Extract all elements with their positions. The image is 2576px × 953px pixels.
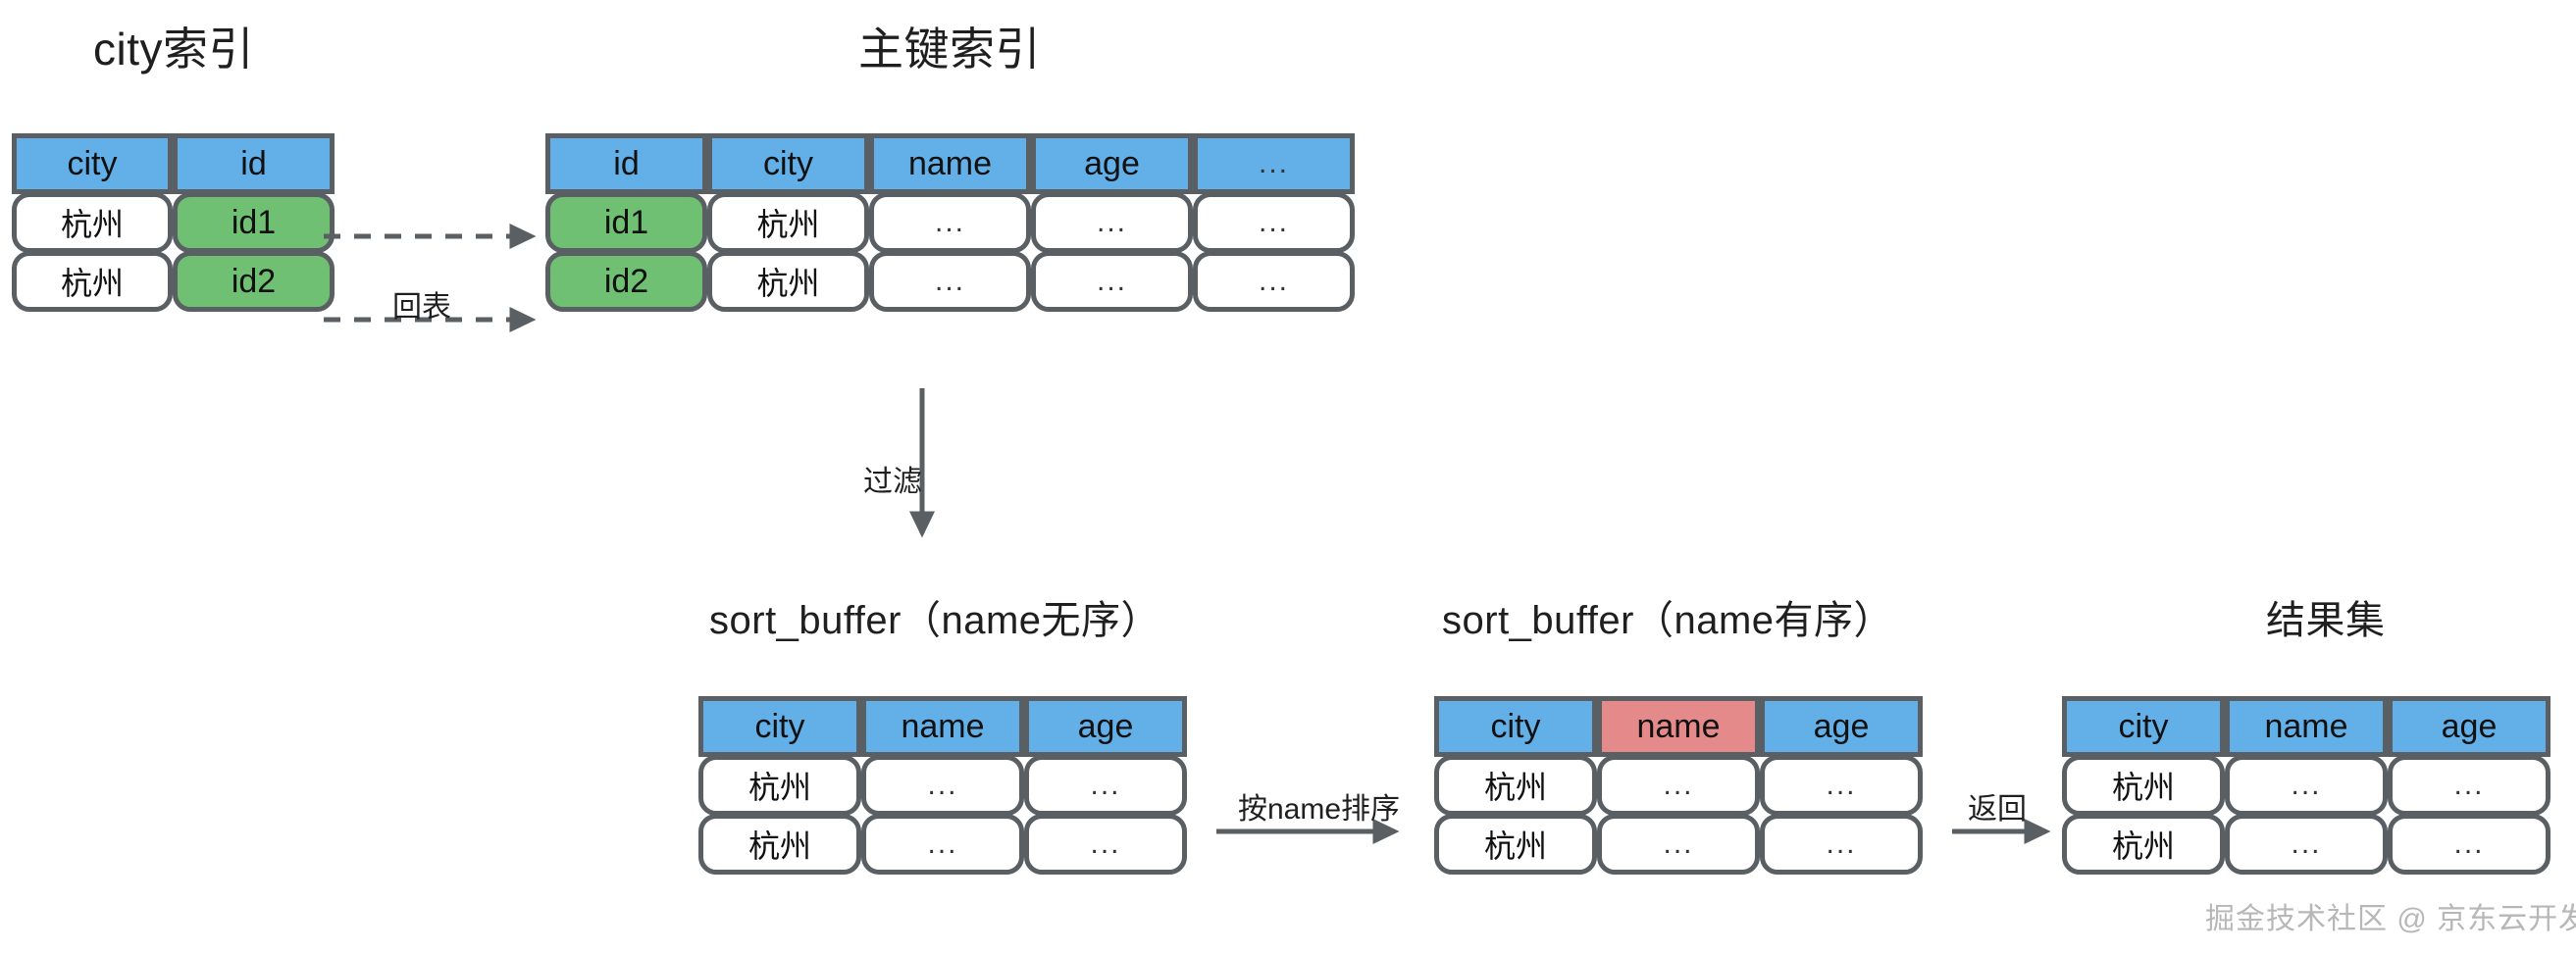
table-row: 杭州 ... ...	[2062, 755, 2550, 816]
column-header-name: name	[869, 133, 1031, 194]
cell-city: 杭州	[1434, 814, 1597, 875]
cell-name: ...	[2225, 755, 2388, 816]
cell-name: ...	[2225, 814, 2388, 875]
arrow-back-to-table	[324, 224, 537, 332]
cell-city: 杭州	[1434, 755, 1597, 816]
title-primary-key-index: 主键索引	[858, 24, 1041, 75]
watermark: 掘金技术社区 @ 京东云开发者	[2205, 903, 2576, 935]
cell-age: ...	[1031, 192, 1193, 253]
column-header-age: age	[1031, 133, 1193, 194]
title-sort-buffer-sorted: sort_buffer（name有序）	[1442, 599, 1894, 642]
cell-city: 杭州	[698, 755, 861, 816]
cell-id: id2	[545, 251, 707, 312]
table-row: id2 杭州 ... ... ...	[545, 251, 1355, 312]
column-header-name: name	[2225, 696, 2388, 757]
column-header-ellipsis: ...	[1193, 133, 1355, 194]
table-row: 杭州 id2	[12, 251, 335, 312]
table-sort-buffer-unsorted: city name age 杭州 ... ... 杭州 ... ...	[698, 696, 1187, 875]
table-header-row: city id	[12, 133, 335, 194]
cell-city: 杭州	[707, 251, 869, 312]
cell-name: ...	[1597, 755, 1760, 816]
table-row: 杭州 ... ...	[698, 755, 1187, 816]
cell-age: ...	[1031, 251, 1193, 312]
table-header-row: city name age	[1434, 696, 1923, 757]
title-result-set: 结果集	[2266, 599, 2386, 642]
cell-city: 杭州	[2062, 814, 2225, 875]
arrow-label-filter: 过滤	[863, 466, 922, 498]
column-header-city: city	[698, 696, 861, 757]
table-primary-key-index: id city name age ... id1 杭州 ... ... ... …	[545, 133, 1355, 312]
cell-name: ...	[861, 755, 1024, 816]
column-header-city: city	[707, 133, 869, 194]
table-row: 杭州 ... ...	[1434, 755, 1923, 816]
table-header-row: id city name age ...	[545, 133, 1355, 194]
title-city-index: city索引	[93, 24, 254, 75]
cell-city: 杭州	[698, 814, 861, 875]
column-header-id: id	[173, 133, 335, 194]
cell-age: ...	[1760, 814, 1923, 875]
cell-age: ...	[1024, 755, 1187, 816]
table-city-index: city id 杭州 id1 杭州 id2	[12, 133, 335, 312]
column-header-age: age	[1760, 696, 1923, 757]
column-header-id: id	[545, 133, 707, 194]
arrow-return	[1952, 819, 2051, 844]
cell-city: 杭州	[707, 192, 869, 253]
column-header-name: name	[1597, 696, 1760, 757]
table-row: 杭州 ... ...	[698, 814, 1187, 875]
title-sort-buffer-unsorted: sort_buffer（name无序）	[709, 599, 1161, 642]
cell-name: ...	[1597, 814, 1760, 875]
cell-city: 杭州	[2062, 755, 2225, 816]
arrow-sort-by-name	[1216, 819, 1400, 844]
table-row: id1 杭州 ... ... ...	[545, 192, 1355, 253]
cell-ellipsis: ...	[1193, 192, 1355, 253]
arrow-label-return: 返回	[1968, 793, 2027, 826]
cell-age: ...	[1760, 755, 1923, 816]
column-header-city: city	[12, 133, 173, 194]
table-row: 杭州 ... ...	[2062, 814, 2550, 875]
cell-name: ...	[861, 814, 1024, 875]
cell-id: id2	[173, 251, 335, 312]
column-header-age: age	[1024, 696, 1187, 757]
arrow-filter	[909, 388, 935, 538]
cell-name: ...	[869, 192, 1031, 253]
table-header-row: city name age	[2062, 696, 2550, 757]
cell-id: id1	[545, 192, 707, 253]
table-row: 杭州 id1	[12, 192, 335, 253]
cell-age: ...	[2388, 814, 2550, 875]
column-header-city: city	[2062, 696, 2225, 757]
cell-ellipsis: ...	[1193, 251, 1355, 312]
cell-age: ...	[2388, 755, 2550, 816]
arrow-label-sort-by-name: 按name排序	[1238, 793, 1401, 826]
cell-age: ...	[1024, 814, 1187, 875]
cell-city: 杭州	[12, 251, 173, 312]
table-row: 杭州 ... ...	[1434, 814, 1923, 875]
table-header-row: city name age	[698, 696, 1187, 757]
column-header-name: name	[861, 696, 1024, 757]
column-header-age: age	[2388, 696, 2550, 757]
column-header-city: city	[1434, 696, 1597, 757]
cell-id: id1	[173, 192, 335, 253]
cell-city: 杭州	[12, 192, 173, 253]
arrow-label-back-to-table: 回表	[392, 291, 451, 324]
table-sort-buffer-sorted: city name age 杭州 ... ... 杭州 ... ...	[1434, 696, 1923, 875]
cell-name: ...	[869, 251, 1031, 312]
table-result-set: city name age 杭州 ... ... 杭州 ... ...	[2062, 696, 2550, 875]
